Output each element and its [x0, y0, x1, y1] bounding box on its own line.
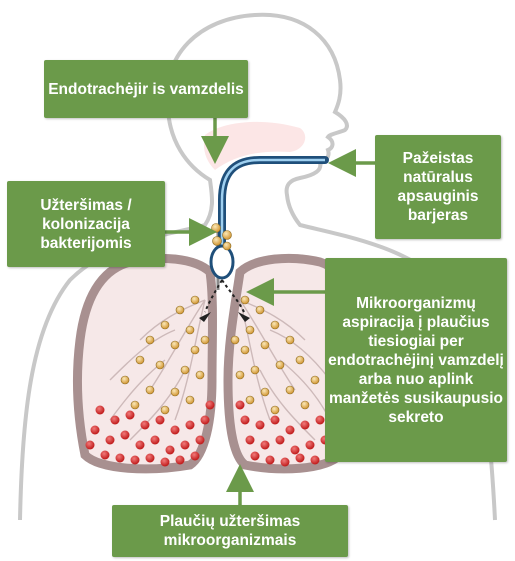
tube-cuff	[211, 246, 233, 278]
label-lung-contamination: Plaučių užteršimas mikroorganizmais	[112, 505, 348, 557]
label-aspiration: Mikroorganizmų aspiracija į plaučius tie…	[325, 258, 507, 462]
label-colonization: Užteršimas / kolonizacija bakterijomis	[7, 181, 165, 267]
left-lung	[78, 258, 213, 469]
label-endotracheal-tube: Endotrachėjir is vamzdelis	[44, 60, 248, 118]
label-barrier: Pažeistas natūralus apsauginis barjeras	[375, 135, 501, 239]
